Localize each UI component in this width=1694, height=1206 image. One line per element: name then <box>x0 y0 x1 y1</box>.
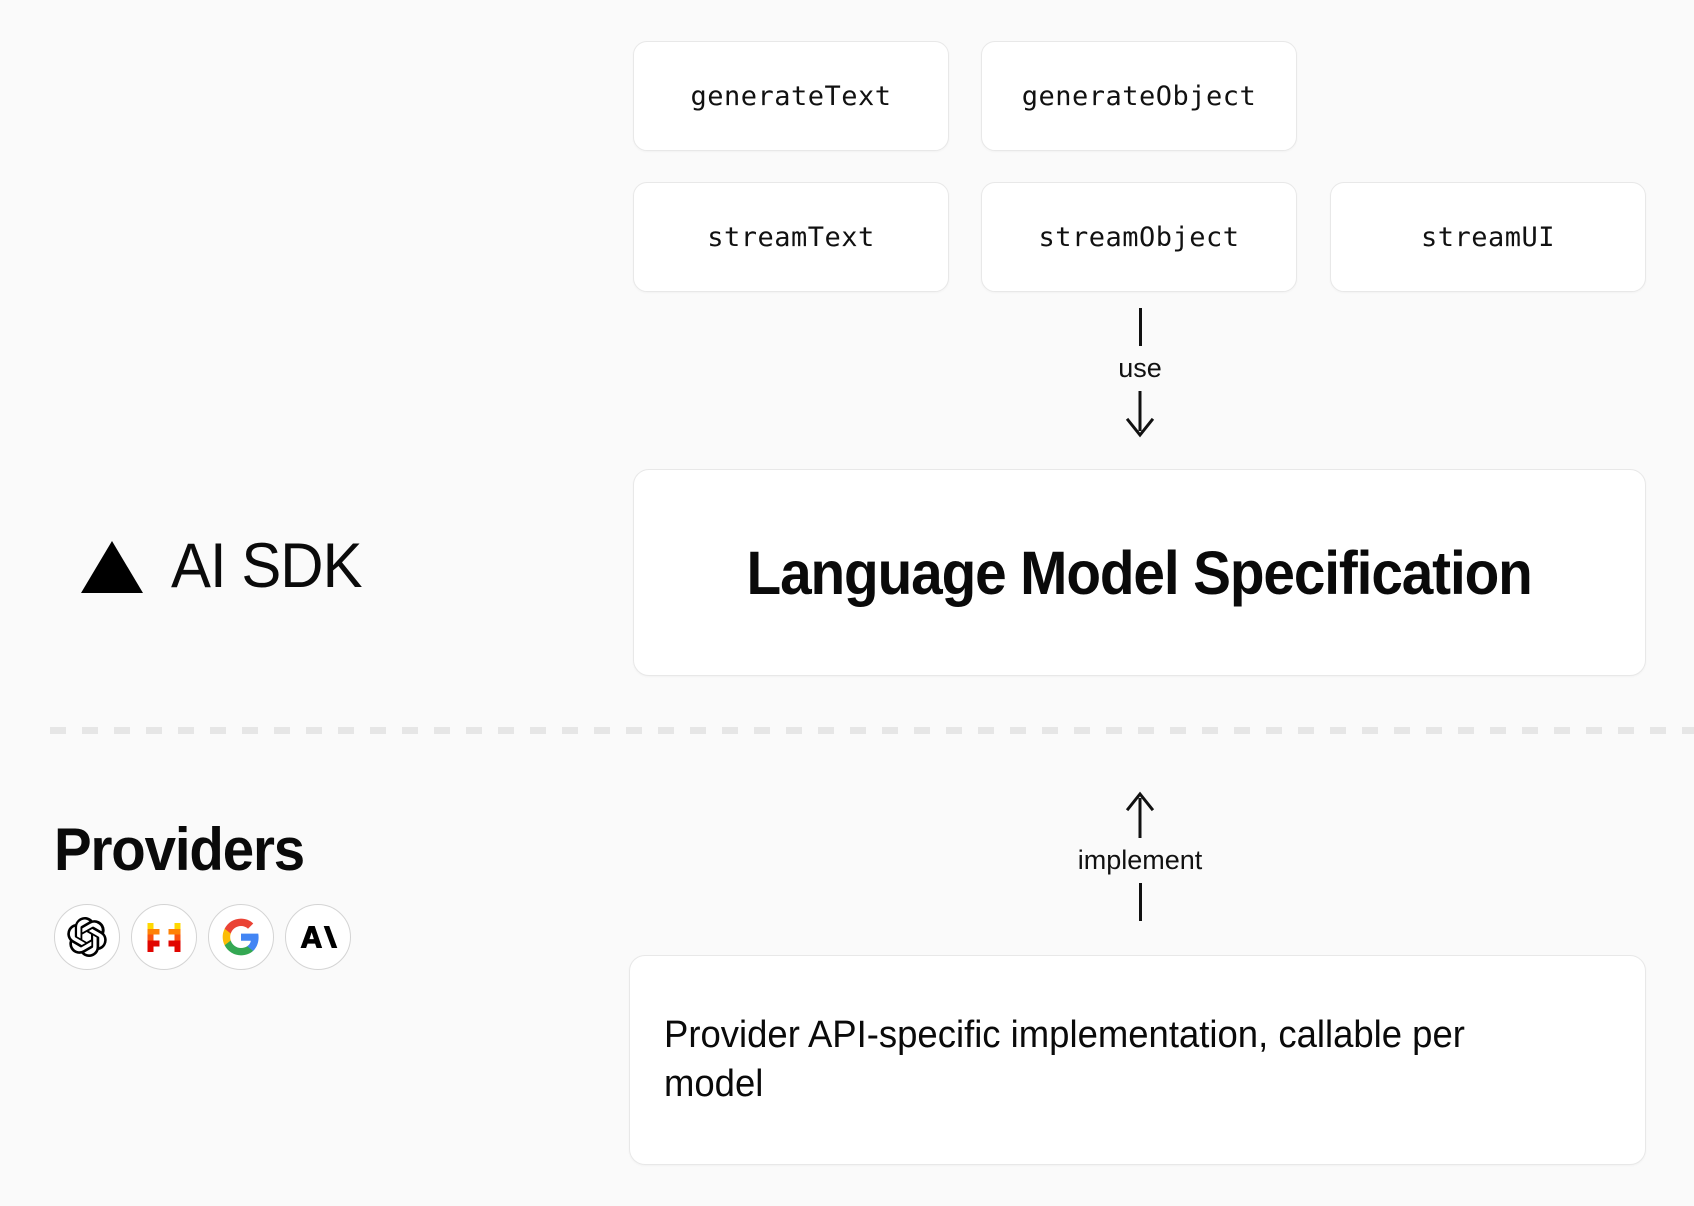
ai-sdk-label: AI SDK <box>80 535 367 598</box>
use-connector-stem <box>1138 308 1142 346</box>
provider-icon-list <box>54 904 351 970</box>
implement-connector-label: implement <box>1077 845 1203 875</box>
google-glyph-icon <box>222 918 259 956</box>
stream-object-label: streamObject <box>1038 221 1240 253</box>
generate-object-box[interactable]: generateObject <box>981 41 1297 151</box>
language-model-specification-box[interactable]: Language Model Specification <box>633 469 1646 676</box>
providers-title: Providers <box>54 816 305 883</box>
arrow-down-icon <box>1125 391 1155 438</box>
generate-object-label: generateObject <box>1021 80 1257 112</box>
implement-connector: implement <box>1040 790 1240 921</box>
use-connector: use <box>1080 308 1200 439</box>
mistral-icon[interactable] <box>131 904 197 970</box>
generate-text-box[interactable]: generateText <box>633 41 949 151</box>
ai-sdk-label-text: AI SDK <box>171 531 362 601</box>
anthropic-glyph-icon <box>300 926 338 948</box>
provider-implementation-text: Provider API-specific implementation, ca… <box>664 1014 1465 1105</box>
use-connector-label: use <box>1118 353 1162 383</box>
provider-implementation-box[interactable]: Provider API-specific implementation, ca… <box>629 955 1646 1165</box>
stream-ui-label: streamUI <box>1420 221 1556 253</box>
arrow-up-icon <box>1125 791 1155 838</box>
anthropic-icon[interactable] <box>285 904 351 970</box>
implement-connector-stem <box>1138 883 1142 921</box>
stream-text-label: streamText <box>707 221 875 253</box>
google-icon[interactable] <box>208 904 274 970</box>
mistral-glyph-icon <box>147 923 181 953</box>
openai-glyph-icon <box>67 917 107 957</box>
stream-object-box[interactable]: streamObject <box>981 182 1297 292</box>
language-model-specification-title: Language Model Specification <box>746 538 1533 607</box>
openai-icon[interactable] <box>54 904 120 970</box>
providers-block: Providers <box>54 820 351 970</box>
stream-text-box[interactable]: streamText <box>633 182 949 292</box>
generate-text-label: generateText <box>690 80 892 112</box>
stream-ui-box[interactable]: streamUI <box>1330 182 1646 292</box>
vercel-triangle-icon <box>81 540 143 593</box>
layer-divider <box>50 727 1694 734</box>
